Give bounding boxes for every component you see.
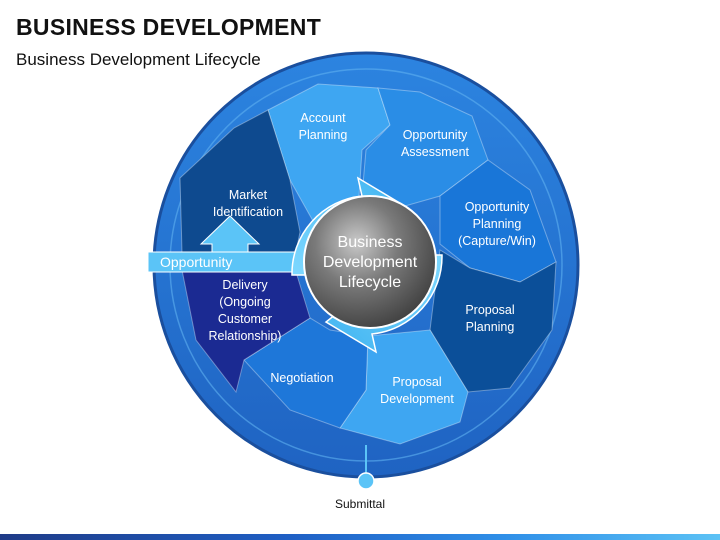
opportunity-arrow: Opportunity bbox=[147, 215, 299, 273]
submittal-label: Submittal bbox=[335, 497, 385, 511]
segment-label-line: Customer bbox=[218, 312, 272, 326]
segment-label-line: (Ongoing bbox=[219, 295, 270, 309]
svg-text:Development: Development bbox=[323, 254, 418, 271]
segment-label-negotiation: Negotiation bbox=[270, 371, 333, 385]
opportunity-label: Opportunity bbox=[160, 254, 232, 270]
center-sphere bbox=[303, 195, 437, 329]
segment-negotiation bbox=[243, 317, 369, 429]
svg-text:Business: Business bbox=[338, 234, 403, 251]
segment-label-line: Negotiation bbox=[270, 371, 333, 385]
page-subtitle: Business Development Lifecycle bbox=[16, 50, 261, 69]
pin-dot-icon bbox=[357, 472, 375, 490]
submittal-pin: Submittal bbox=[335, 445, 385, 511]
footer-bar bbox=[0, 534, 720, 540]
center-label: Business Development Lifecycle bbox=[323, 234, 418, 291]
segment-label-line: Proposal bbox=[392, 375, 441, 389]
svg-text:Lifecycle: Lifecycle bbox=[339, 274, 401, 291]
up-arrow-icon bbox=[199, 215, 261, 253]
segment-label-line: Identification bbox=[213, 205, 283, 219]
segment-label-line: Assessment bbox=[401, 145, 470, 159]
segment-label-line: Opportunity bbox=[465, 200, 530, 214]
page-title: BUSINESS DEVELOPMENT bbox=[16, 14, 322, 40]
segment-label-line: Planning bbox=[299, 128, 348, 142]
segment-label-line: Development bbox=[380, 392, 454, 406]
segment-label-line: Opportunity bbox=[403, 128, 468, 142]
segment-label-line: (Capture/Win) bbox=[458, 234, 536, 248]
segment-label-line: Delivery bbox=[222, 278, 268, 292]
segment-label-line: Market bbox=[229, 188, 268, 202]
segment-label-line: Proposal bbox=[465, 303, 514, 317]
segments-group bbox=[179, 83, 557, 445]
segment-label-line: Planning bbox=[473, 217, 522, 231]
segment-label-line: Planning bbox=[466, 320, 515, 334]
segment-account-planning bbox=[267, 83, 391, 231]
segment-label-line: Account bbox=[300, 111, 346, 125]
segment-label-line: Relationship) bbox=[209, 329, 282, 343]
